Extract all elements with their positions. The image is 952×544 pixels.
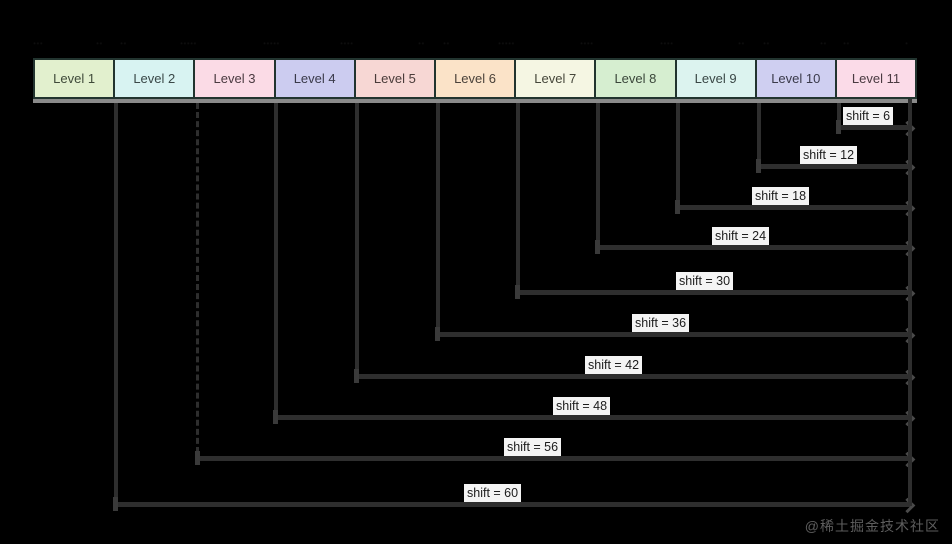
shift-connector (757, 164, 912, 169)
header-label: ..... (180, 35, 197, 47)
shift-label: shift = 24 (712, 227, 770, 245)
drop-line (757, 103, 761, 170)
level-cell: Level 2 (115, 60, 196, 97)
shift-connector (436, 332, 912, 337)
header-label: .. (418, 35, 425, 47)
shift-connector (837, 125, 912, 130)
level-cell: Level 9 (676, 60, 757, 97)
level-cell: Level 7 (516, 60, 597, 97)
junction-tick (836, 120, 841, 134)
shift-label: shift = 60 (464, 484, 522, 502)
shift-label: shift = 30 (676, 272, 734, 290)
level-cell: Level 1 (35, 60, 116, 97)
shift-connector (196, 456, 912, 461)
shift-connector (676, 205, 912, 210)
level-cell: Level 11 (836, 60, 916, 97)
junction-tick (515, 285, 520, 299)
header-label-strip: ........................................… (0, 30, 952, 52)
level-cell: Level 8 (596, 60, 677, 97)
header-label: .. (738, 35, 745, 47)
header-label: .. (96, 35, 103, 47)
shift-connector (355, 374, 912, 379)
drop-line (355, 103, 359, 380)
level-cell: Level 4 (275, 60, 356, 97)
shift-label: shift = 42 (585, 356, 643, 374)
drop-line (596, 103, 600, 251)
junction-tick (195, 451, 200, 465)
drop-line (274, 103, 278, 421)
junction-tick (675, 200, 680, 214)
level-cell: Level 3 (195, 60, 276, 97)
header-label: .. (843, 35, 850, 47)
junction-tick (595, 240, 600, 254)
level-cell: Level 5 (355, 60, 436, 97)
shift-label: shift = 48 (553, 397, 611, 415)
drop-line (196, 103, 199, 462)
header-label: .. (120, 35, 127, 47)
junction-tick (435, 327, 440, 341)
drop-line (837, 103, 841, 131)
header-label: .. (820, 35, 827, 47)
shift-connector (114, 502, 912, 507)
drop-line (676, 103, 680, 211)
header-label: . (905, 35, 909, 47)
header-label: ..... (498, 35, 515, 47)
level-baseline (33, 99, 917, 103)
shift-label: shift = 12 (800, 146, 858, 164)
junction-tick (756, 159, 761, 173)
junction-tick (354, 369, 359, 383)
level-cell: Level 6 (435, 60, 517, 97)
shift-label: shift = 18 (752, 187, 810, 205)
shift-label: shift = 36 (632, 314, 690, 332)
watermark: @稀土掘金技术社区 (804, 518, 940, 534)
header-label: ... (33, 35, 44, 47)
junction-tick (273, 410, 278, 424)
header-label: ..... (263, 35, 280, 47)
shift-connector (516, 290, 912, 295)
header-label: .. (763, 35, 770, 47)
header-label: .... (340, 35, 354, 47)
header-label: .... (660, 35, 674, 47)
header-label: .... (580, 35, 594, 47)
shift-label: shift = 6 (843, 107, 894, 125)
shift-connector (596, 245, 912, 250)
shift-connector (274, 415, 912, 420)
drop-line (436, 103, 440, 338)
drop-line (114, 103, 118, 508)
shift-label: shift = 56 (504, 438, 562, 456)
drop-line (516, 103, 520, 296)
header-label: .. (443, 35, 450, 47)
return-line (908, 99, 912, 506)
level-cell: Level 10 (756, 60, 837, 97)
junction-tick (113, 497, 118, 511)
